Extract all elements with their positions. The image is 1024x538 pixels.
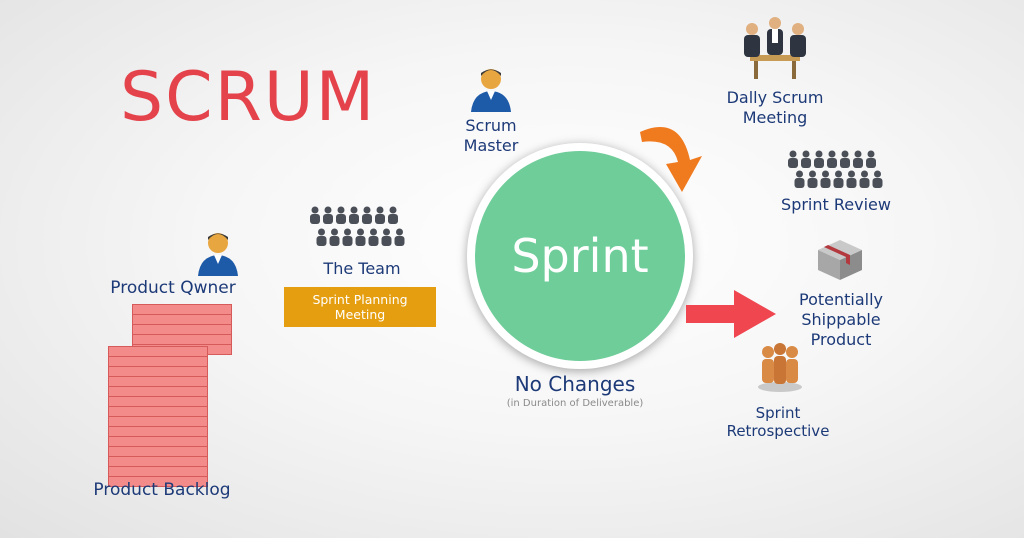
person-icon — [841, 150, 849, 158]
product-backlog-label: Product Backlog — [93, 480, 231, 500]
person-icon — [357, 228, 364, 236]
shippable-line1: Potentially — [798, 290, 883, 309]
backlog-stack-bottom — [108, 346, 208, 487]
no-changes-subtitle: (in Duration of Deliverable) — [506, 398, 644, 409]
retrospective-line1: Sprint — [755, 404, 801, 422]
person-icon — [815, 150, 823, 158]
retrospective-line2: Retrospective — [726, 422, 830, 440]
person-icon — [331, 228, 338, 236]
diagram-title: SCRUM — [120, 58, 377, 137]
person-icon — [396, 228, 403, 236]
person-icon — [861, 170, 868, 178]
the-team-label: The Team — [323, 259, 401, 278]
scrum-master-label: Scrum Master — [455, 116, 527, 156]
daily-scrum-line1: Dally Scrum — [726, 88, 824, 107]
sprint-planning-box: Sprint Planning Meeting — [284, 287, 436, 327]
person-icon — [828, 150, 836, 158]
product-owner-icon — [198, 233, 238, 276]
sprint-circle: Sprint — [467, 143, 693, 369]
person-icon — [389, 206, 397, 214]
person-icon — [796, 170, 803, 178]
person-icon — [867, 150, 875, 158]
person-icon — [383, 228, 390, 236]
person-icon — [350, 206, 358, 214]
arrow-right-icon — [686, 290, 776, 338]
person-icon — [363, 206, 371, 214]
sprint-planning-line1: Sprint Planning — [312, 292, 408, 307]
retrospective-icon — [758, 343, 802, 392]
team-icon — [310, 206, 405, 246]
curved-arrow-icon — [640, 126, 702, 192]
daily-scrum-label: Dally Scrum Meeting — [716, 88, 834, 128]
person-icon — [376, 206, 384, 214]
scrum-master-line2: Master — [463, 136, 519, 155]
shippable-label: Potentially Shippable Product — [782, 290, 900, 350]
sprint-label: Sprint — [511, 229, 649, 283]
person-icon — [835, 170, 842, 178]
sprint-planning-line2: Meeting — [334, 307, 386, 322]
meeting-icon — [744, 17, 806, 79]
person-icon — [370, 228, 377, 236]
person-icon — [822, 170, 829, 178]
person-icon — [854, 150, 862, 158]
person-icon — [809, 170, 816, 178]
scrum-master-icon — [471, 69, 511, 112]
person-icon — [311, 206, 319, 214]
person-icon — [789, 150, 797, 158]
person-icon — [337, 206, 345, 214]
retrospective-label: Sprint Retrospective — [722, 404, 834, 440]
person-icon — [344, 228, 351, 236]
box-icon — [818, 240, 862, 280]
person-icon — [318, 228, 325, 236]
shippable-line3: Product — [810, 330, 872, 349]
scrum-master-line1: Scrum — [465, 116, 517, 135]
no-changes-label: No Changes — [514, 372, 636, 396]
person-icon — [874, 170, 881, 178]
shippable-line2: Shippable — [801, 310, 881, 329]
sprint-review-label: Sprint Review — [781, 195, 891, 214]
person-icon — [324, 206, 332, 214]
backlog-item — [108, 476, 208, 487]
daily-scrum-line2: Meeting — [742, 108, 808, 127]
product-owner-label: Product Qwner — [110, 278, 236, 298]
person-icon — [848, 170, 855, 178]
person-icon — [802, 150, 810, 158]
sprint-review-icon — [788, 150, 883, 188]
